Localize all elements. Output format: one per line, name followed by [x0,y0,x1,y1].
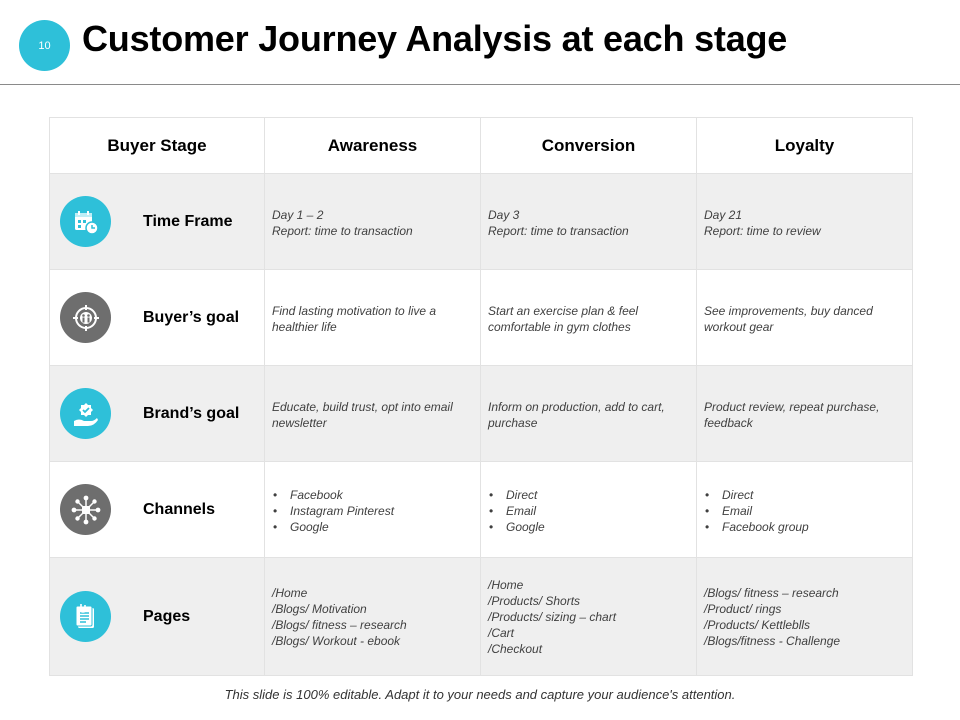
table-row: Brand’s goal Educate, build trust, opt i… [49,365,913,462]
cell-line: workout gear [704,320,774,334]
footer-note: This slide is 100% editable. Adapt it to… [224,687,736,702]
list-item: Direct [488,487,690,503]
list-item: Email [488,503,690,519]
table-row: Channels Facebook Instagram Pinterest Go… [49,461,913,558]
cell-line: /Checkout [488,642,543,656]
calendar-clock-icon [60,196,111,247]
cell-line: /Products/ Kettleblls [704,618,811,632]
cell-line: /Blogs/ Workout - ebook [272,634,401,648]
cell-time-frame-awareness: Day 1 – 2 Report: time to transaction [264,173,481,270]
stage-cell: Time Frame [49,173,265,270]
channel-list: Facebook Instagram Pinterest Google [272,462,474,535]
stage-cell: Buyer’s goal [49,269,265,366]
stage-label-pages: Pages [143,607,191,625]
cell-buyers-goal-loyalty: See improvements, buy danced workout gea… [696,269,913,366]
slide-number-badge: 10 [19,20,70,71]
header-conversion: Conversion [480,117,697,174]
table-row: Pages /Home /Blogs/ Motivation /Blogs/ f… [49,557,913,676]
cell-line: feedback [704,416,753,430]
target-people-icon [60,292,111,343]
table-row: Buyer’s goal Find lasting motivation to … [49,269,913,366]
cell-line: /Products/ Shorts [488,594,581,608]
cell-line: Start an exercise plan & feel [488,304,639,318]
document-clip-icon [60,591,111,642]
list-item: Google [272,519,474,535]
cell-line: /Product/ rings [704,602,782,616]
cell-brands-goal-conversion: Inform on production, add to cart, purch… [480,365,697,462]
cell-line: Product review, repeat purchase, [704,400,880,414]
cell-line: /Blogs/ fitness – research [704,586,839,600]
cell-buyers-goal-conversion: Start an exercise plan & feel comfortabl… [480,269,697,366]
cell-time-frame-loyalty: Day 21 Report: time to review [696,173,913,270]
list-item: Facebook group [704,519,906,535]
channel-list: Direct Email Google [488,462,690,535]
cell-pages-awareness: /Home /Blogs/ Motivation /Blogs/ fitness… [264,557,481,676]
cell-line: /Products/ sizing – chart [488,610,617,624]
title-divider [0,84,960,85]
cell-line: comfortable in gym clothes [488,320,631,334]
cell-line: Educate, build trust, opt into email [272,400,453,414]
list-item: Instagram Pinterest [272,503,474,519]
cell-line: Find lasting motivation to live a [272,304,437,318]
stage-label-channels: Channels [143,500,216,518]
cell-time-frame-conversion: Day 3 Report: time to transaction [480,173,697,270]
header-awareness: Awareness [264,117,481,174]
cell-channels-conversion: Direct Email Google [480,461,697,558]
cell-line: Day 21 [704,208,743,222]
cell-line: purchase [488,416,538,430]
header-row: Buyer Stage Awareness Conversion Loyalty [49,117,913,174]
cell-line: healthier life [272,320,337,334]
list-item: Google [488,519,690,535]
stage-cell: Channels [49,461,265,558]
cell-line: /Blogs/ fitness – research [272,618,407,632]
cell-channels-awareness: Facebook Instagram Pinterest Google [264,461,481,558]
stage-label-brands-goal: Brand’s goal [143,404,240,422]
stage-cell: Brand’s goal [49,365,265,462]
cell-pages-conversion: /Home /Products/ Shorts /Products/ sizin… [480,557,697,676]
cell-line: /Cart [488,626,515,640]
cell-line: /Home [488,578,524,592]
stage-label-time-frame: Time Frame [143,212,233,230]
list-item: Email [704,503,906,519]
cell-line: /Blogs/fitness - Challenge [704,634,841,648]
cell-line: newsletter [272,416,327,430]
cell-brands-goal-awareness: Educate, build trust, opt into email new… [264,365,481,462]
cell-line: Day 1 – 2 [272,208,324,222]
cell-line: Inform on production, add to cart, [488,400,665,414]
header-buyer-stage: Buyer Stage [49,117,265,174]
header-loyalty: Loyalty [696,117,913,174]
cell-line: /Blogs/ Motivation [272,602,367,616]
cell-line: Report: time to review [704,224,821,238]
network-hub-icon [60,484,111,535]
slide-number: 10 [38,39,51,52]
stage-label-buyers-goal: Buyer’s goal [143,308,240,326]
journey-table: Buyer Stage Awareness Conversion Loyalty [49,117,913,676]
cell-line: Report: time to transaction [488,224,629,238]
page-title: Customer Journey Analysis at each stage [82,18,788,59]
cell-line: Report: time to transaction [272,224,413,238]
table-row: Time Frame Day 1 – 2 Report: time to tra… [49,173,913,270]
list-item: Facebook [272,487,474,503]
cell-line: /Home [272,586,308,600]
channel-list: Direct Email Facebook group [704,462,906,535]
cell-buyers-goal-awareness: Find lasting motivation to live a health… [264,269,481,366]
stage-cell: Pages [49,557,265,676]
cell-pages-loyalty: /Blogs/ fitness – research /Product/ rin… [696,557,913,676]
hand-badge-icon [60,388,111,439]
cell-line: See improvements, buy danced [704,304,873,318]
list-item: Direct [704,487,906,503]
cell-channels-loyalty: Direct Email Facebook group [696,461,913,558]
cell-brands-goal-loyalty: Product review, repeat purchase, feedbac… [696,365,913,462]
cell-line: Day 3 [488,208,520,222]
